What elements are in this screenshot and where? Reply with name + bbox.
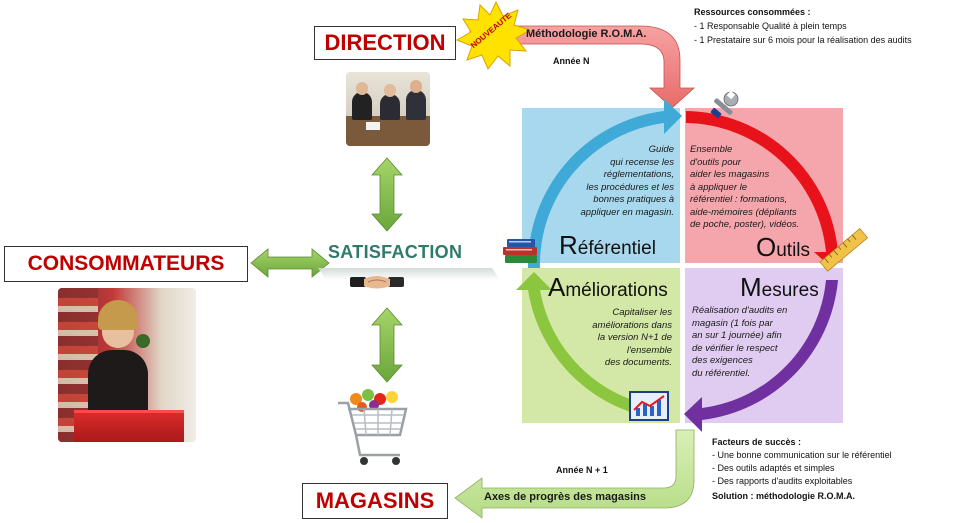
resources-title: Ressources consommées : [694,7,811,17]
outils-line: aider les magasins [690,169,770,180]
ameliorations-line: l'ensemble [626,344,672,356]
referentiel-initial: R [559,230,578,260]
referentiel-rest: éférentiel [577,238,656,259]
outils-title: Outils [756,232,810,263]
mesures-line: an sur 1 journée) afin [692,330,782,341]
referentiel-line: les procédures et les [586,181,674,193]
shopping-cart-icon [338,389,408,465]
mesures-initial: M [740,272,762,302]
cycle-arrow-purple [684,280,838,432]
outils-line: Ensemble [690,144,733,155]
outils-rest: utils [776,240,811,261]
mesures-line: de vérifier le respect [692,342,778,354]
ameliorations-line: améliorations dans [592,319,672,331]
mesures-line: Réalisation d'audits en [692,305,788,316]
books-icon [503,239,537,263]
referentiel-line: réglementations, [603,169,674,180]
ameliorations-initial: A [548,272,566,302]
cycle-arrow-green [516,272,668,420]
magasins-box: MAGASINS [302,483,448,519]
ameliorations-rest: méliorations [565,280,668,301]
double-arrow-satisfaction-magasins [371,307,403,383]
success-item: - Une bonne communication sur le référen… [712,450,892,460]
ameliorations-line: Capitaliser les [612,307,672,318]
top-arrow-label: Méthodologie R.O.M.A. [526,28,647,40]
mesures-line: des exigences [692,355,753,366]
referentiel-line: Guide [648,144,674,155]
outils-line: d'outils pour [690,156,741,168]
mesures-line: magasin (1 fois par [692,317,773,329]
success-item: - Des outils adaptés et simples [712,463,835,473]
outils-line: aide-mémoires (dépliants [690,206,797,218]
resources-item: - 1 Responsable Qualité à plein temps [694,21,847,31]
referentiel-title: Référentiel [559,230,656,261]
ruler-icon [819,228,869,272]
success-title: Facteurs de succès : [712,437,802,447]
ameliorations-title: Améliorations [548,272,668,303]
shopper-photo [58,288,196,442]
meeting-photo [346,72,430,146]
satisfaction-band [318,268,500,280]
resources-item: - 1 Prestataire sur 6 mois pour la réali… [694,35,912,45]
ameliorations-line: des documents. [604,357,672,368]
mesures-rest: esures [761,280,819,301]
success-solution: Solution : méthodologie R.O.M.A. [712,491,855,501]
outils-line: de poche, poster), vidéos. [690,219,800,230]
double-arrow-direction-satisfaction [371,157,403,232]
referentiel-line: appliquer en magasin. [580,206,674,218]
mesures-title: Mesures [740,272,819,303]
success-block: Facteurs de succès : - Une bonne communi… [712,436,892,502]
direction-box: DIRECTION [314,26,456,60]
referentiel-line: bonnes pratiques à [593,194,674,205]
mesures-line: du référentiel. [692,367,751,379]
outils-initial: O [756,232,777,262]
outils-description: Ensemble d'outils pour aider les magasin… [690,144,830,232]
outils-line: référentiel : formations, [690,194,788,205]
outils-line: à appliquer le [690,181,748,193]
nouveaute-badge [455,0,532,70]
magasins-label: MAGASINS [315,488,435,513]
bottom-arrow-label: Axes de progrès des magasins [484,491,647,503]
referentiel-line: qui recense les [610,156,674,168]
ameliorations-line: la version N+1 de [597,332,672,343]
chart-icon [629,391,669,421]
direction-label: DIRECTION [324,30,446,55]
double-arrow-consommateurs-satisfaction [250,248,330,278]
handshake-icon [350,276,404,289]
ameliorations-description: Capitaliser les améliorations dans la ve… [546,307,672,370]
wrench-icon [710,90,739,119]
consommateurs-box: CONSOMMATEURS [4,246,248,282]
consommateurs-label: CONSOMMATEURS [27,252,225,275]
cycle-arrow-blue [527,99,682,268]
satisfaction-label: SATISFACTION [328,242,463,262]
success-item: - Des rapports d'audits exploitables [712,476,853,486]
resources-block: Ressources consommées : - 1 Responsable … [694,6,912,46]
year-n-label: Année N [553,56,590,66]
bottom-flow-arrow [454,429,695,519]
year-n1-label: Année N + 1 [556,465,608,475]
mesures-description: Réalisation d'audits en magasin (1 fois … [692,305,832,380]
referentiel-description: Guide qui recense les réglementations, l… [546,144,674,219]
